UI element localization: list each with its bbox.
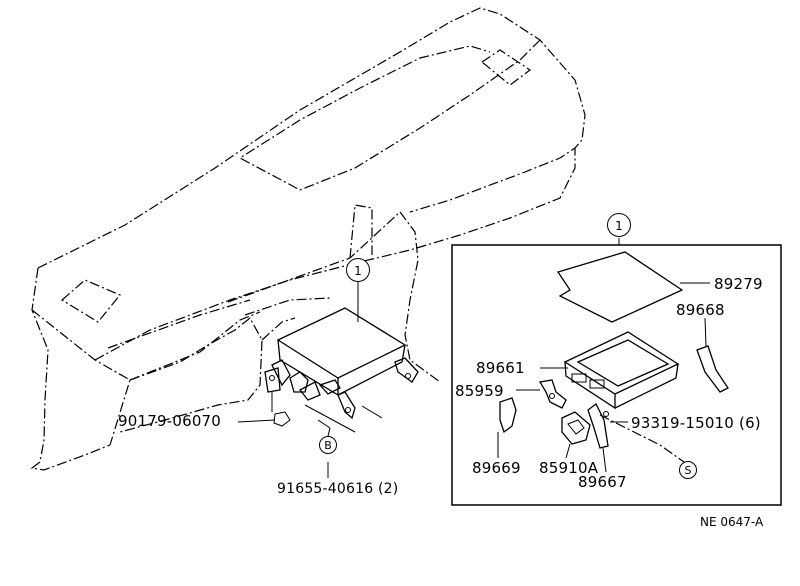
detail-parts (499, 251, 729, 463)
callout-detail-header: 1 (607, 213, 631, 237)
part-label-relay: 85910A (539, 459, 599, 477)
marker-s-icon: S (679, 461, 697, 479)
computer-unit-installed (244, 297, 419, 420)
part-label-bolt-left: 90179-06070 (118, 412, 222, 430)
part-label-screw-right: 93319-15010 (6) (631, 414, 761, 432)
detail-frame (451, 244, 782, 506)
part-label-bracket-right: 89668 (676, 301, 725, 319)
part-label-bracket-a: 85959 (455, 382, 504, 400)
left-leaders (237, 282, 383, 478)
part-label-bracket-c: 89667 (578, 473, 627, 491)
part-label-bracket-b: 89669 (472, 459, 521, 477)
part-label-cover: 89279 (714, 275, 763, 293)
reference-code: NE 0647-A (700, 515, 764, 529)
part-label-screw-bottom: 91655-40616 (2) (277, 481, 399, 497)
dashboard-outline (30, 7, 586, 471)
part-label-computer: 89661 (476, 359, 525, 377)
marker-b-icon: B (319, 436, 337, 454)
callout-main-assembly: 1 (346, 258, 370, 282)
